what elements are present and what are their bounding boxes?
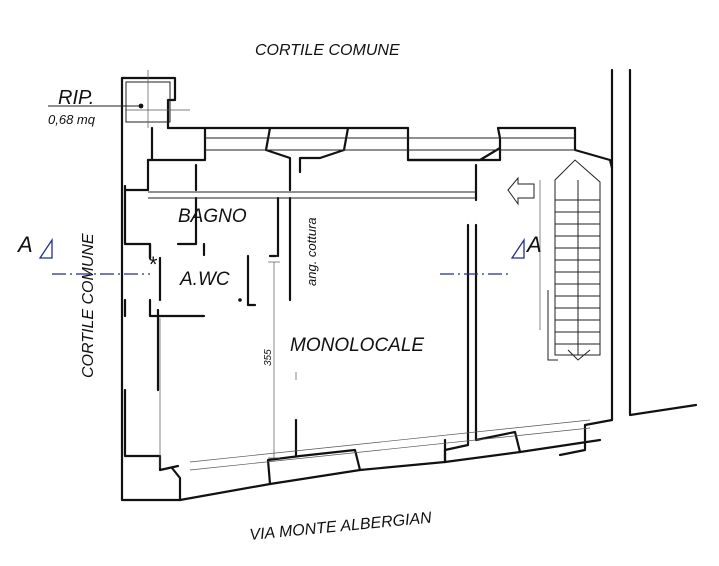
kitchen-corner-label: ang. cottura [304,217,319,286]
courtyard-left-label: CORTILE COMUNE [80,233,97,378]
stair-direction-arrow-icon [567,349,591,361]
guide-lines [148,137,591,471]
storage-leader [48,103,144,109]
fixture-dot [238,298,242,302]
street-label: VIA MONTE ALBERGIAN [249,509,433,543]
staircase [554,159,601,361]
wc-label: A.WC [179,269,230,290]
storage-room [125,70,190,128]
dimension-label: 355 [263,349,274,366]
entrance-arrow-icon [507,176,535,206]
storage-label: RIP. [58,87,94,109]
courtyard-top-label: CORTILE COMUNE [255,42,400,59]
section-line [38,237,525,275]
main-room-label: MONOLOCALE [290,335,424,356]
bathroom-label: BAGNO [178,206,247,227]
section-mark-right: A [525,232,542,257]
asterisk-mark: * [148,252,158,277]
exterior-walls [120,68,698,502]
section-mark-left: A [16,232,33,257]
dimension-line [159,261,280,468]
storage-area-label: 0,68 mq [48,112,96,127]
